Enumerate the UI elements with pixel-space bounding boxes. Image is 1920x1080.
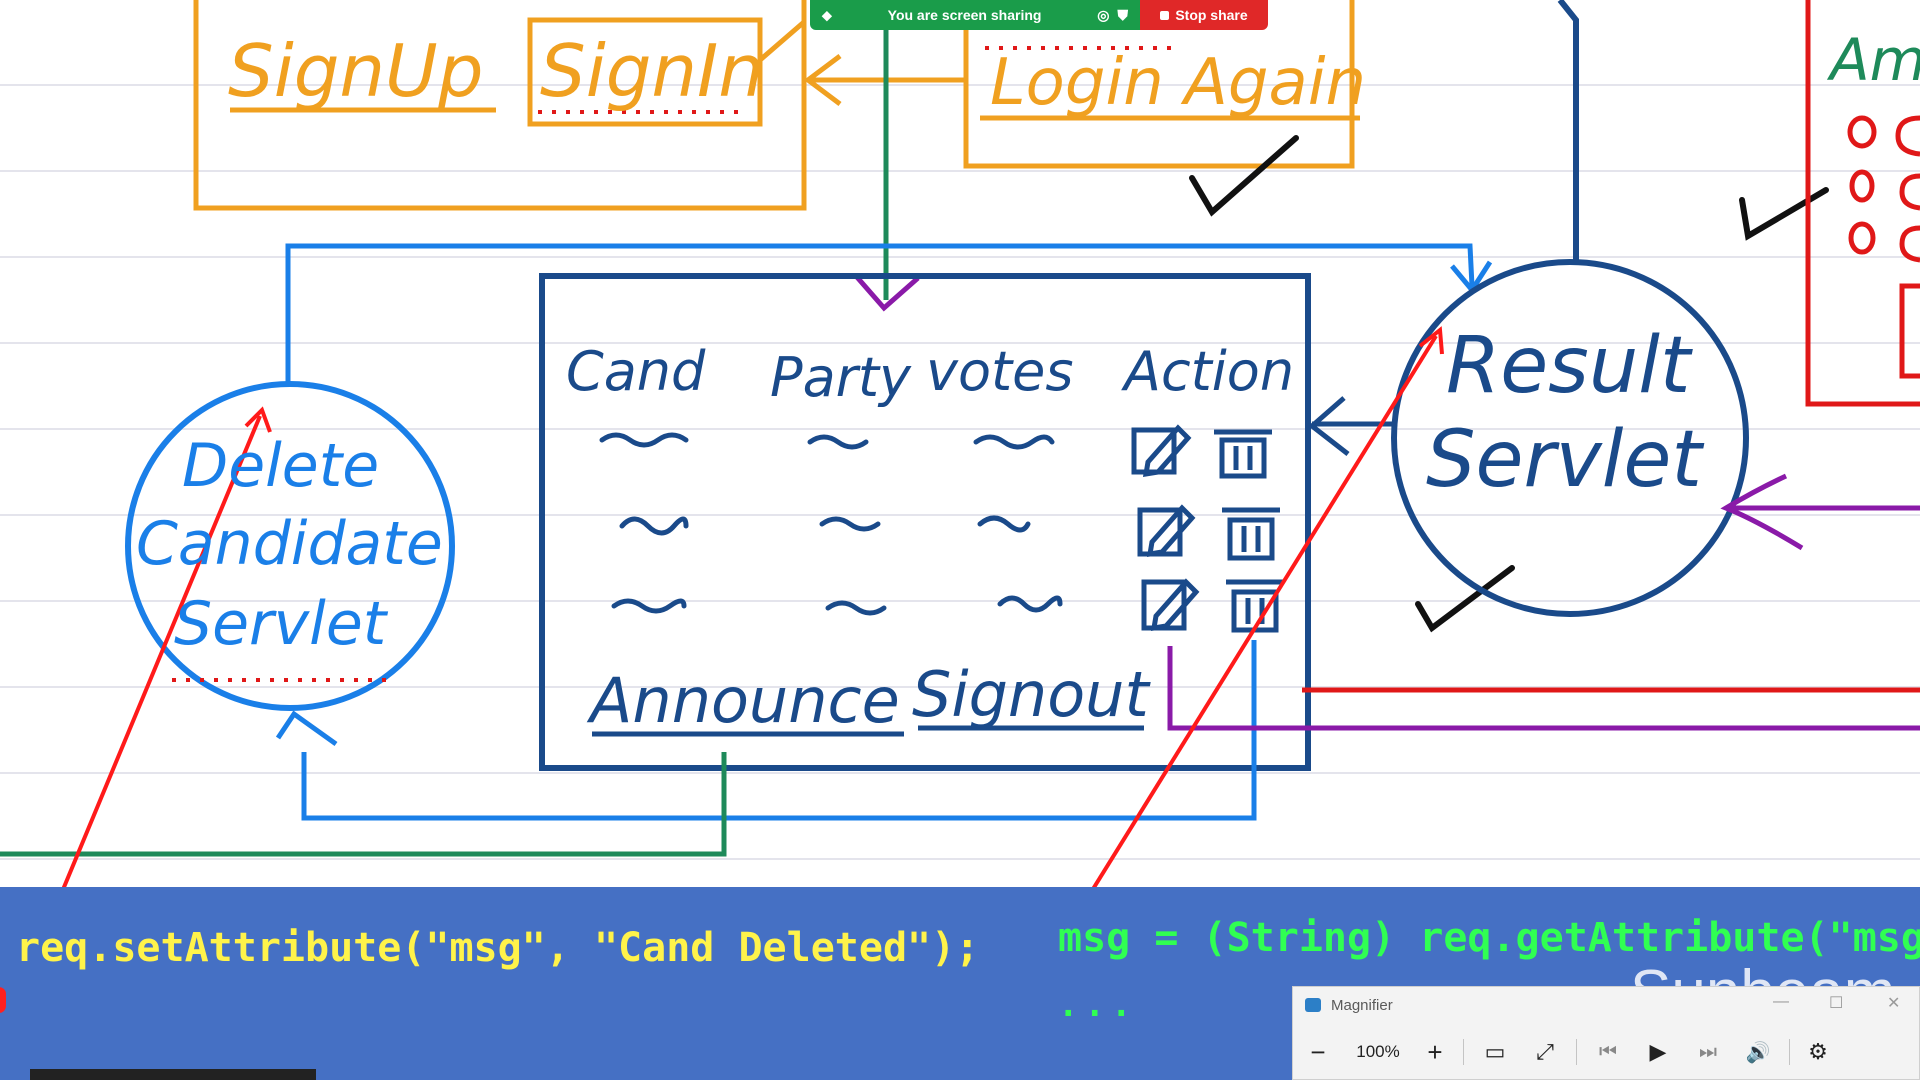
share-status-text: You are screen sharing	[887, 7, 1042, 23]
trash-icon	[1222, 507, 1280, 561]
next-icon[interactable]: ⏭	[1699, 1040, 1717, 1063]
delete-servlet-circle	[125, 381, 455, 711]
zoom-out-button[interactable]: −	[1310, 1036, 1326, 1067]
result-servlet-line1: Result	[1446, 321, 1693, 411]
code-ellipsis: ...	[1058, 985, 1138, 1025]
edit-icon	[1137, 504, 1196, 558]
code-get-attribute: msg = (String) req.getAttribute("msg").	[1058, 915, 1920, 961]
candidate-table-box	[539, 273, 1311, 771]
delete-servlet-line2: Candidate	[136, 509, 443, 579]
result-servlet-line2: Servlet	[1426, 415, 1704, 505]
gear-icon[interactable]: ⚙	[1808, 1039, 1828, 1064]
zoom-level: 100%	[1356, 1042, 1400, 1061]
code-set-attribute: req.setAttribute("msg", "Cand Deleted");	[16, 925, 980, 971]
header-cand: Cand	[566, 340, 706, 403]
partial-top-right-label: Am	[1826, 26, 1920, 94]
edit-icon	[1141, 578, 1200, 632]
expand-icon[interactable]: ⤢	[1536, 1039, 1554, 1064]
magnifier-toolbar: − 100% + ▭ ⤢ ⏮ ▶ ⏭ 🔊 ⚙	[1293, 1027, 1919, 1077]
play-icon[interactable]: ▶	[1649, 1039, 1667, 1064]
delete-servlet-line1: Delete	[182, 431, 379, 501]
stop-icon	[1160, 10, 1170, 20]
magnifier-window[interactable]: Magnifier — ☐ ✕ − 100% + ▭ ⤢ ⏮ ▶ ⏭ 🔊 ⚙	[1292, 986, 1920, 1080]
result-servlet-circle	[1391, 259, 1749, 617]
signout-label: Signout	[912, 658, 1151, 731]
login-again-label: Login Again	[990, 46, 1366, 120]
header-party: Party	[770, 346, 912, 409]
zoom-in-button[interactable]: +	[1427, 1036, 1443, 1067]
magnifier-title-bar[interactable]: Magnifier — ☐ ✕	[1293, 987, 1919, 1023]
stop-share-button[interactable]: Stop share	[1140, 0, 1268, 30]
minimize-icon[interactable]: —	[1773, 993, 1789, 1010]
red-marker	[0, 987, 6, 1013]
shield-icon[interactable]: ⛊	[1117, 6, 1129, 23]
maximize-icon[interactable]: ☐	[1829, 995, 1844, 1012]
read-aloud-icon[interactable]: 🔊	[1745, 1041, 1771, 1064]
previous-icon[interactable]: ⏮	[1599, 1040, 1617, 1063]
whiteboard[interactable]: SignUp SignIn Login Again Am Cand Party …	[0, 0, 1920, 887]
share-options-icon[interactable]: ◎	[1097, 6, 1110, 23]
stop-share-label: Stop share	[1175, 7, 1248, 23]
trash-icon	[1226, 579, 1284, 633]
view-mode-icon[interactable]: ▭	[1484, 1039, 1506, 1064]
share-status: ⬥ You are screen sharing ◎ ⛊	[810, 0, 1140, 30]
action-icons	[1131, 424, 1284, 633]
magnifier-title: Magnifier	[1331, 996, 1393, 1014]
trash-icon	[1214, 429, 1272, 479]
edit-icon	[1131, 424, 1192, 478]
whiteboard-drawing: SignUp SignIn Login Again Am Cand Party …	[0, 0, 1920, 887]
auth-box	[193, 0, 807, 211]
screen-share-bar: ⬥ You are screen sharing ◎ ⛊ Stop share	[810, 0, 1268, 30]
header-action: Action	[1121, 340, 1294, 403]
header-votes: votes	[926, 340, 1074, 403]
signin-label: SignIn	[540, 29, 764, 113]
announce-label: Announce	[586, 664, 900, 737]
signup-label: SignUp	[228, 29, 483, 113]
share-indicator-icon: ⬥	[822, 6, 832, 23]
close-icon[interactable]: ✕	[1887, 995, 1901, 1012]
magnifier-app-icon	[1305, 998, 1321, 1012]
delete-servlet-line3: Servlet	[174, 589, 389, 659]
table-rows	[599, 432, 1063, 616]
checkmarks	[1189, 135, 1829, 633]
taskbar-fragment	[30, 1069, 316, 1080]
